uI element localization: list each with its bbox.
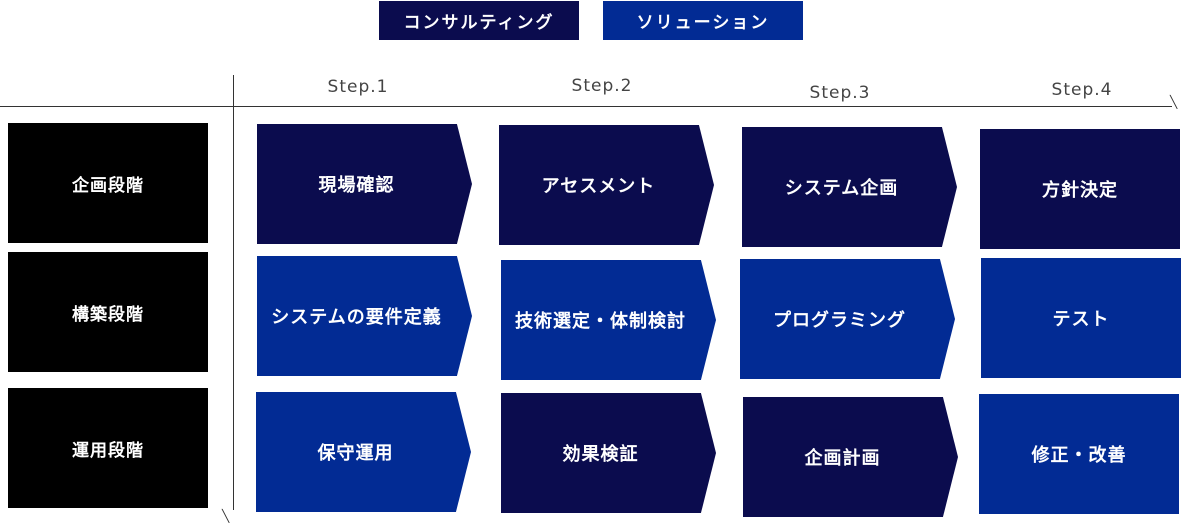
step-4-label: Step.4 (1051, 80, 1113, 100)
vertical-axis-end-mark: ╲ (222, 509, 230, 523)
step-3-label: Step.3 (809, 83, 871, 103)
legend-solution: ソリューション (603, 1, 803, 40)
task-testing: テスト (981, 258, 1181, 378)
task-programming: プログラミング (740, 259, 955, 379)
task-assessment: アセスメント (499, 125, 714, 245)
task-revision-improvement: 修正・改善 (979, 394, 1179, 514)
phase-construction: 構築段階 (8, 252, 208, 372)
task-tech-selection: 技術選定・体制検討 (501, 260, 716, 380)
task-effect-verification: 効果検証 (501, 393, 716, 513)
phase-planning: 企画段階 (8, 123, 208, 243)
step-1-label: Step.1 (327, 77, 389, 97)
horizontal-axis-end-mark: ╲ (1170, 95, 1178, 109)
task-maintenance: 保守運用 (256, 392, 471, 512)
step-2-label: Step.2 (571, 76, 633, 96)
task-site-check: 現場確認 (257, 124, 472, 244)
legend-consulting: コンサルティング (379, 1, 579, 40)
task-policy-decision: 方針決定 (980, 129, 1180, 249)
task-system-planning: システム企画 (742, 127, 957, 247)
phase-operation: 運用段階 (8, 388, 208, 508)
horizontal-axis (0, 106, 1172, 107)
vertical-axis (233, 75, 234, 510)
task-requirements-definition: システムの要件定義 (257, 256, 472, 376)
task-plan-drafting: 企画計画 (743, 397, 958, 517)
